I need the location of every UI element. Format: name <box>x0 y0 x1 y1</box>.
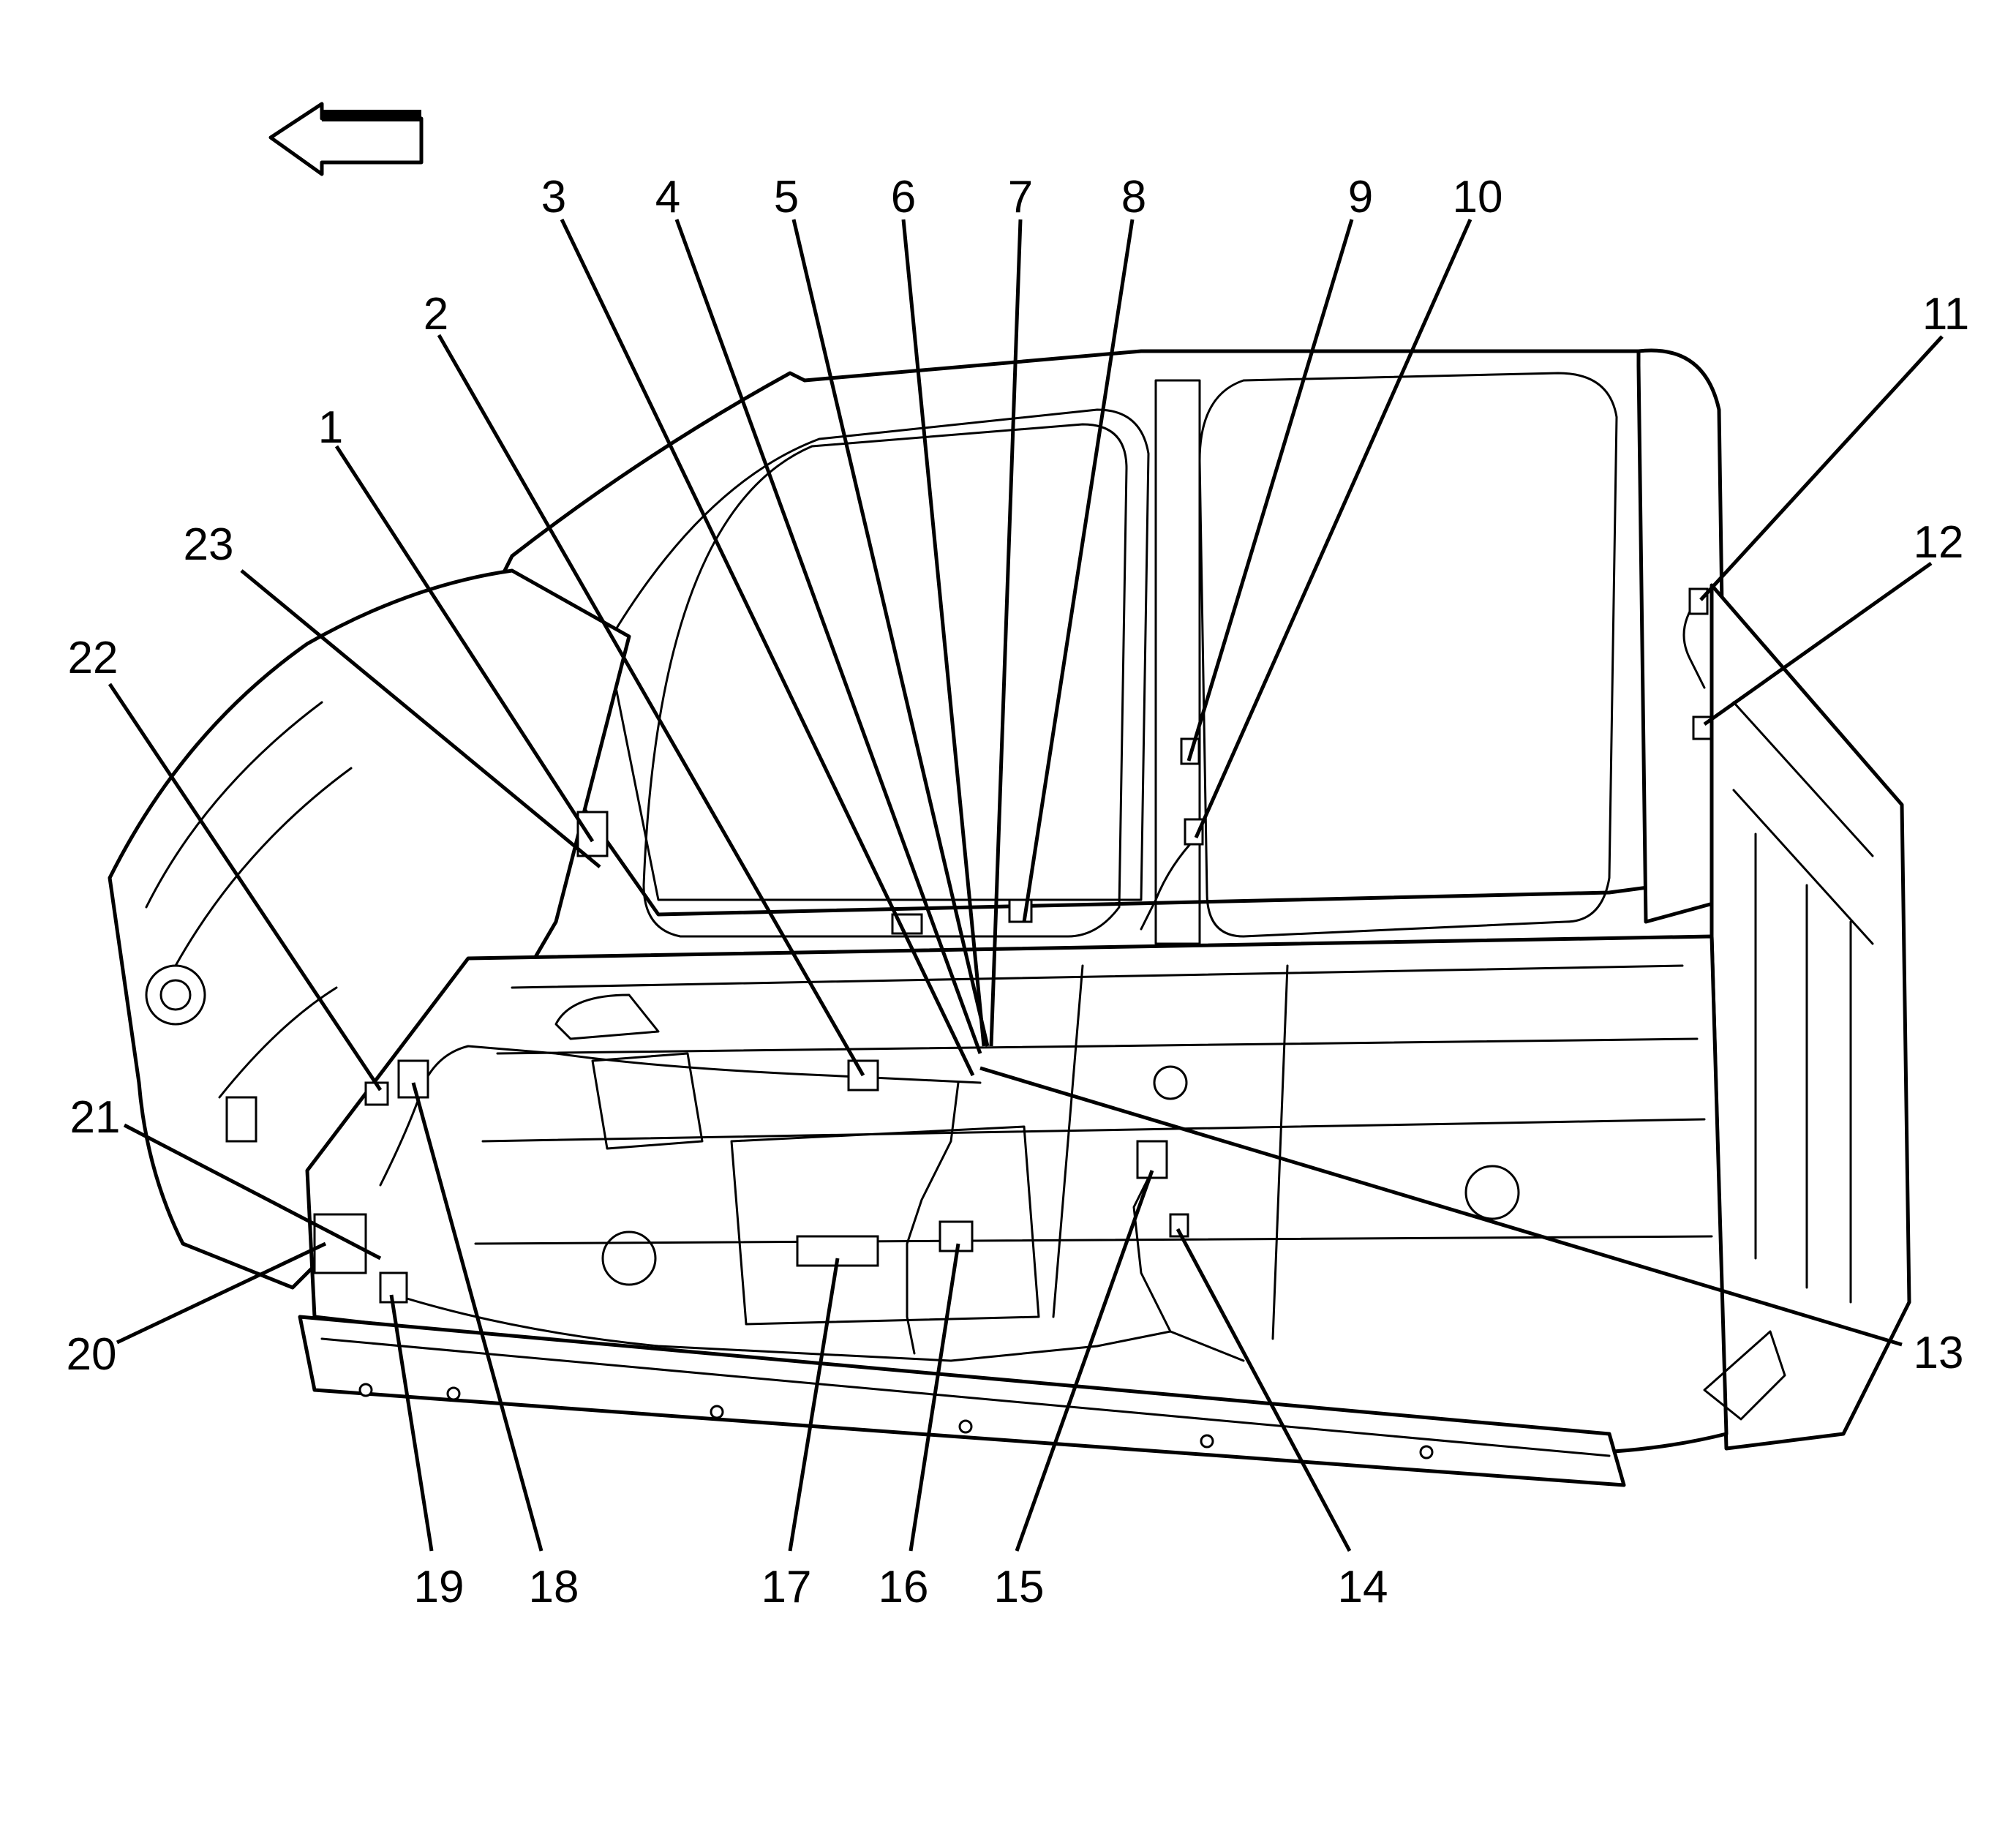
leader-18 <box>411 1082 544 1552</box>
leader-9 <box>1186 219 1354 762</box>
leader-20 <box>116 1241 327 1345</box>
leader-10 <box>1194 218 1472 839</box>
callout-18: 18 <box>529 1562 579 1612</box>
leader-8 <box>1022 219 1135 923</box>
callout-12: 12 <box>1914 517 1964 568</box>
callout-23: 23 <box>184 519 234 570</box>
callout-3: 3 <box>541 172 566 222</box>
callout-8: 8 <box>1121 172 1146 222</box>
callout-labels: 1 2 3 4 5 6 7 8 9 10 11 12 13 14 15 16 1… <box>67 172 1970 1612</box>
callout-7: 7 <box>1008 172 1033 222</box>
leader-13 <box>979 1066 1903 1347</box>
leader-5 <box>791 219 990 1047</box>
callout-6: 6 <box>891 172 916 222</box>
callout-9: 9 <box>1348 172 1373 222</box>
callout-13: 13 <box>1914 1328 1964 1378</box>
leader-7 <box>989 219 1023 1047</box>
leader-19 <box>389 1294 434 1552</box>
callout-14: 14 <box>1338 1562 1388 1612</box>
leader-22 <box>108 683 383 1092</box>
leader-16 <box>909 1243 960 1552</box>
callout-2: 2 <box>424 289 448 339</box>
callout-21: 21 <box>70 1092 121 1143</box>
callout-5: 5 <box>774 172 799 222</box>
callout-19: 19 <box>414 1562 464 1612</box>
leader-23 <box>240 569 601 868</box>
callout-22: 22 <box>68 633 119 683</box>
callout-10: 10 <box>1453 172 1503 222</box>
leader-21 <box>123 1123 382 1260</box>
callout-16: 16 <box>879 1562 929 1612</box>
arrow-left-icon <box>268 102 424 176</box>
leader-12 <box>1703 561 1933 726</box>
leader-6 <box>901 219 986 1047</box>
callout-17: 17 <box>761 1562 812 1612</box>
leader-2 <box>437 334 865 1077</box>
leader-15 <box>1015 1170 1154 1552</box>
leader-4 <box>674 219 982 1054</box>
leader-17 <box>788 1258 840 1552</box>
leader-3 <box>560 218 975 1077</box>
leader-14 <box>1176 1228 1352 1552</box>
callout-15: 15 <box>994 1562 1045 1612</box>
leader-11 <box>1699 335 1944 601</box>
leader-1 <box>334 445 595 843</box>
callout-11: 11 <box>1922 289 1969 339</box>
callout-leaders <box>108 218 1944 1552</box>
vehicle-body-outline <box>108 348 1911 1487</box>
callout-4: 4 <box>655 172 680 222</box>
callout-1: 1 <box>318 402 343 453</box>
callout-20: 20 <box>67 1329 117 1380</box>
